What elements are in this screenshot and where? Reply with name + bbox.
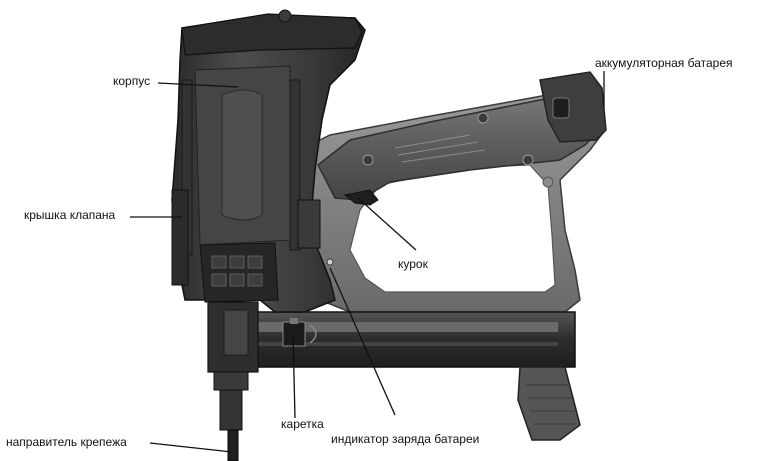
label-carriage: каретка xyxy=(281,417,324,431)
valve-cover-shape xyxy=(171,189,189,286)
battery-button xyxy=(552,97,570,119)
grip-screw xyxy=(477,112,489,124)
battery-indicator-dot xyxy=(326,258,334,266)
leader-trigger xyxy=(357,197,417,251)
label-body: корпус xyxy=(113,74,151,88)
carriage-shape xyxy=(282,318,317,347)
leader-fastener-guide xyxy=(149,442,233,453)
trigger-shape xyxy=(343,189,379,206)
leader-lines xyxy=(130,71,605,453)
leader-carriage xyxy=(292,334,296,419)
nailer-tool xyxy=(171,9,607,461)
label-valve-cover: крышка клапана xyxy=(24,208,116,222)
top-knob xyxy=(278,9,292,23)
body-lower-block xyxy=(199,242,279,303)
indicator-window xyxy=(297,199,321,249)
leader-body xyxy=(157,82,239,88)
magazine-slot-lower xyxy=(258,342,558,346)
magazine-slot xyxy=(258,322,558,332)
nose-rod xyxy=(213,371,249,391)
grip-texture xyxy=(394,134,486,163)
leader-indicator xyxy=(329,267,396,416)
nose-tip xyxy=(219,389,243,431)
body-top-cap xyxy=(181,13,363,56)
grip-screw xyxy=(362,154,374,166)
nose-block-inner xyxy=(223,309,249,356)
body-panel-inset xyxy=(221,89,263,221)
grip-screw xyxy=(522,154,534,166)
body-rib xyxy=(289,79,301,251)
magazine-foot xyxy=(517,366,581,441)
label-battery-indicator: индикатор заряда батареи xyxy=(331,432,480,446)
fastener-guide-tip xyxy=(227,429,239,461)
label-battery: аккумуляторная батарея xyxy=(595,56,733,70)
grip-screw xyxy=(542,176,554,188)
label-trigger: курок xyxy=(398,257,428,271)
label-fastener-guide: направитель крепежа xyxy=(6,435,127,449)
battery-pack xyxy=(539,71,607,143)
vent-grid xyxy=(211,255,263,287)
